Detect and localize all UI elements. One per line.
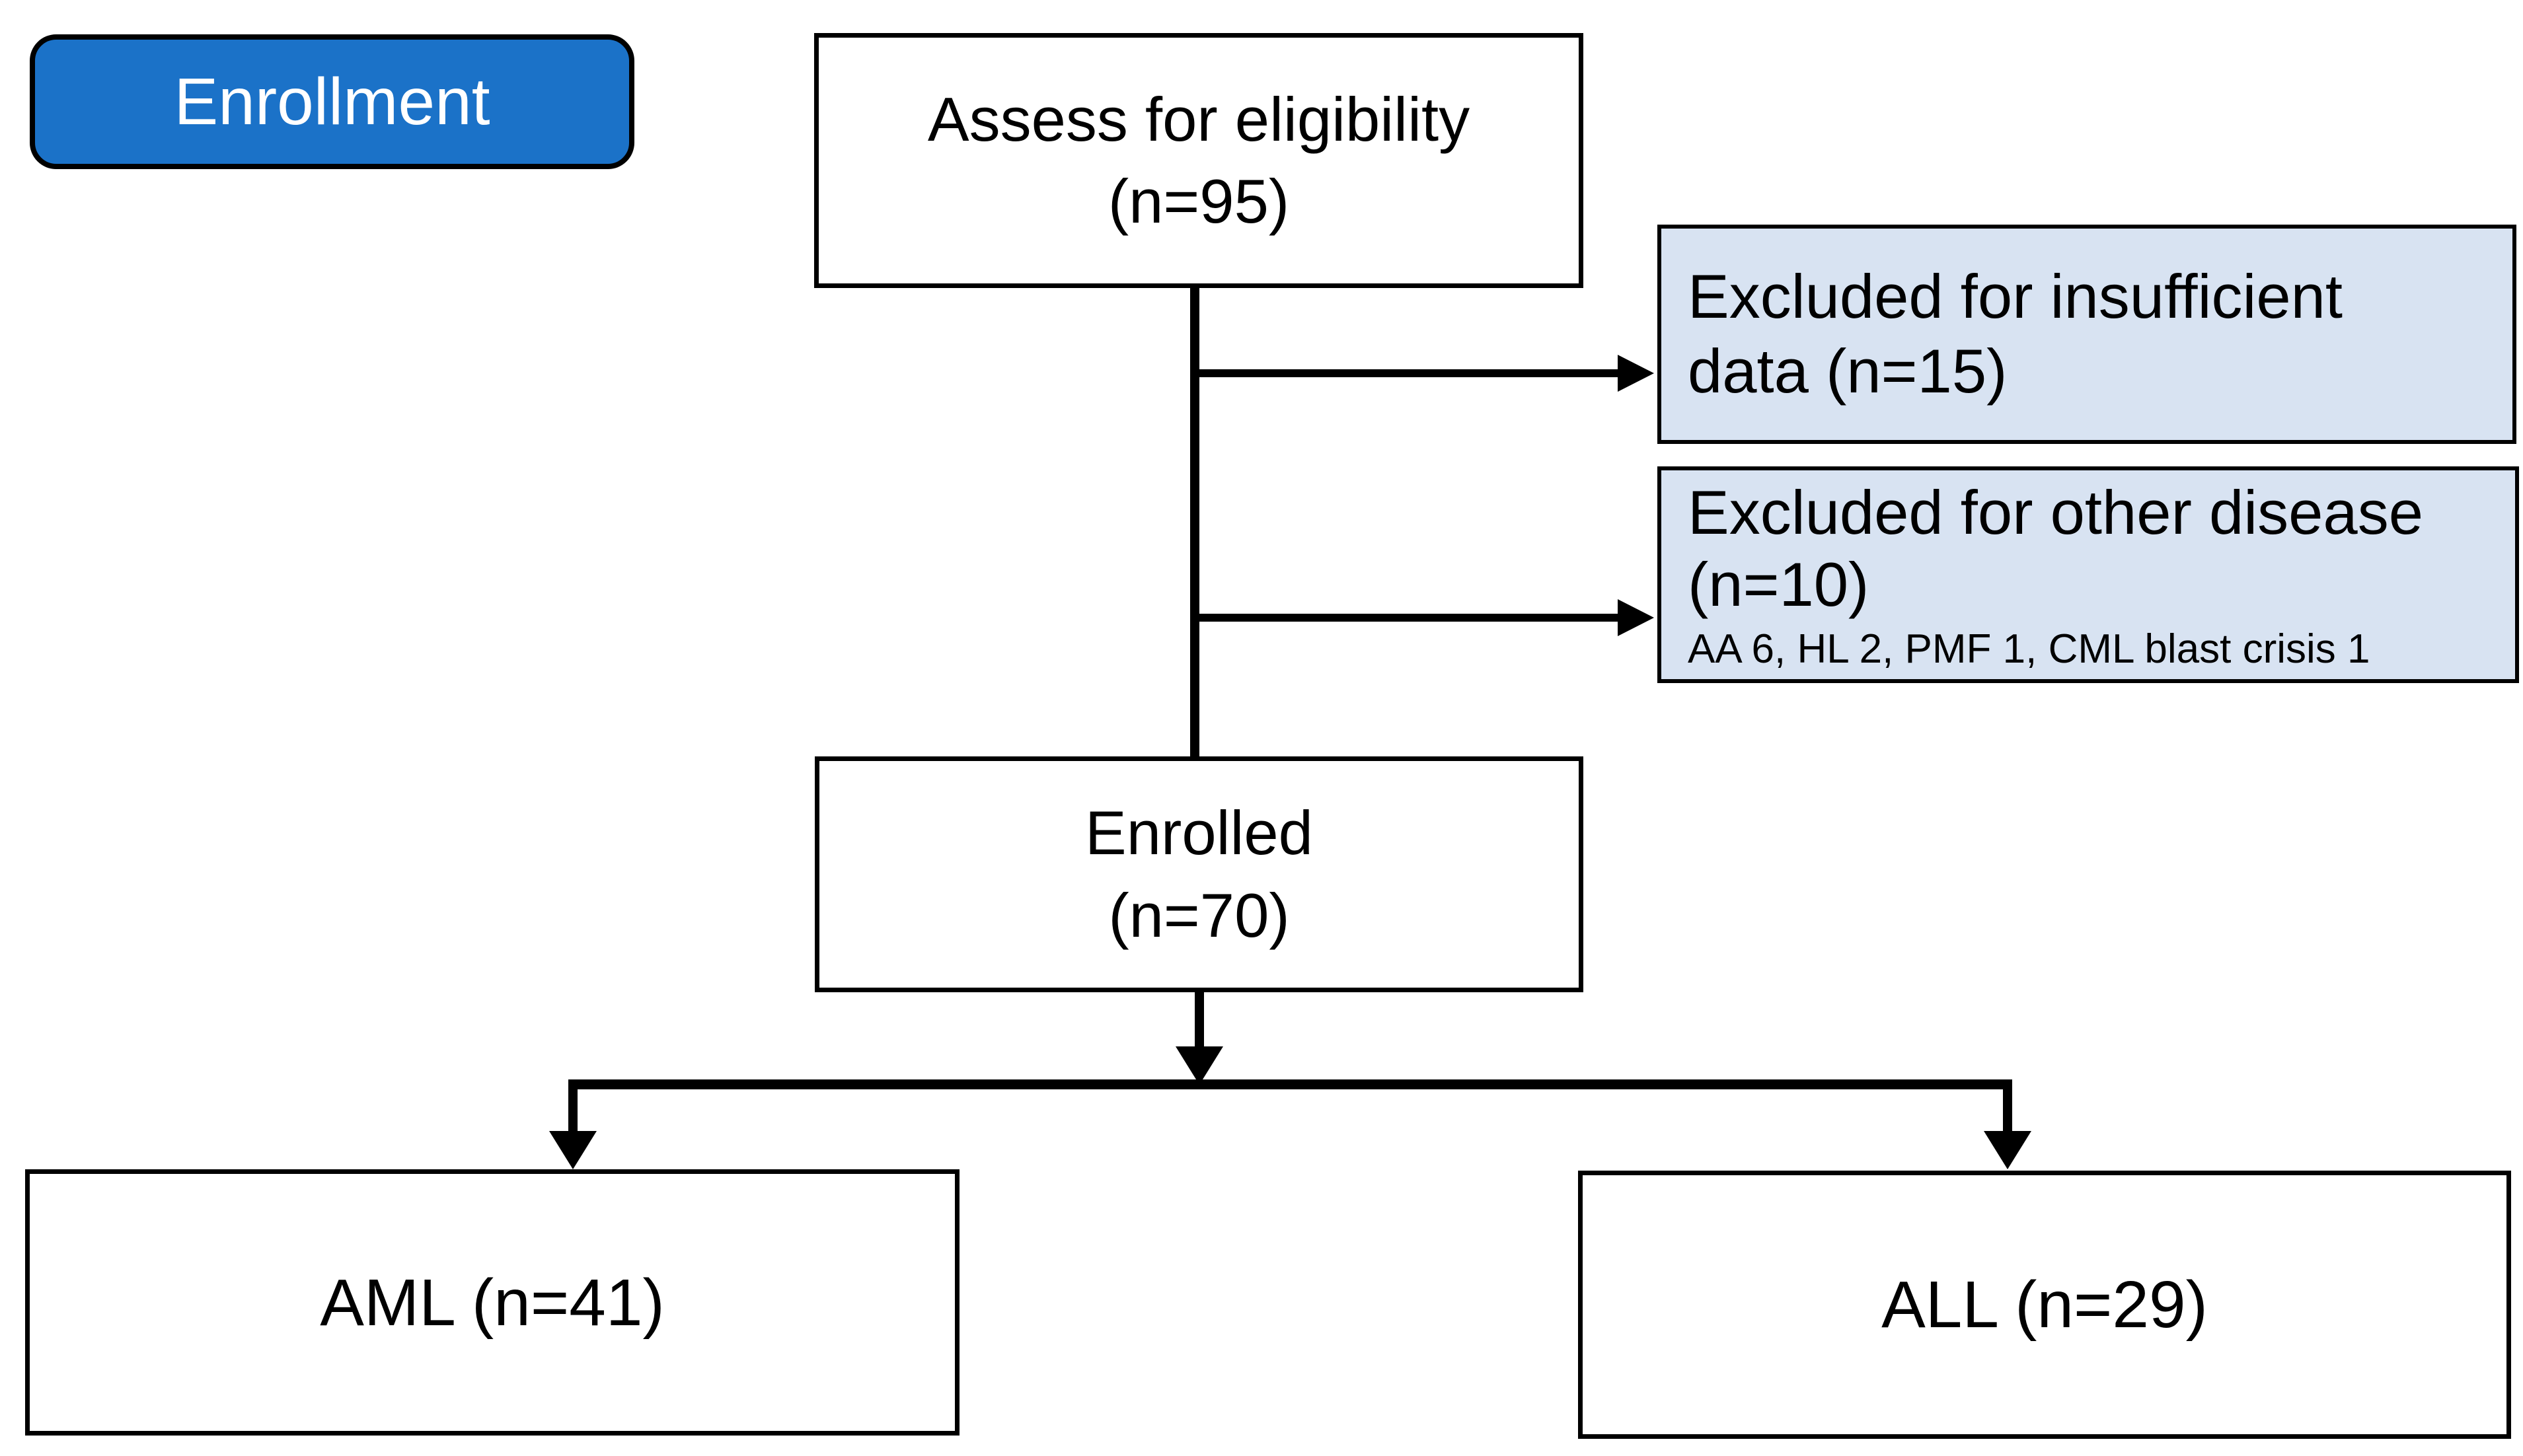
aml-box: AML (n=41) — [25, 1169, 960, 1436]
excluded-insufficient-line2: data (n=15) — [1688, 336, 2008, 406]
connector-split-to-aml — [568, 1087, 578, 1132]
excluded-other-count: (n=10) — [1688, 550, 1869, 620]
assess-eligibility-count: (n=95) — [1108, 166, 1290, 236]
enrollment-stage-label: Enrollment — [174, 64, 490, 139]
connector-trunk-assess-to-enrolled — [1190, 286, 1199, 758]
arrowhead-all-icon — [1984, 1131, 2031, 1169]
all-label: ALL (n=29) — [1881, 1268, 2208, 1342]
arrowhead-excluded-insufficient-icon — [1618, 355, 1654, 392]
excluded-other-disease-box: Excluded for other disease (n=10) AA 6, … — [1657, 466, 2519, 683]
enrolled-count: (n=70) — [1108, 880, 1290, 950]
aml-label: AML (n=41) — [320, 1265, 665, 1340]
connector-split-bar — [568, 1079, 2012, 1089]
enrollment-stage-badge: Enrollment — [30, 34, 634, 169]
connector-split-to-all — [2003, 1087, 2012, 1132]
connector-to-excluded-other — [1195, 614, 1624, 622]
assess-eligibility-box: Assess for eligibility (n=95) — [814, 33, 1583, 288]
excluded-insufficient-data-box: Excluded for insufficient data (n=15) — [1657, 225, 2516, 444]
enrolled-title: Enrolled — [1085, 798, 1313, 868]
all-box: ALL (n=29) — [1578, 1171, 2511, 1439]
enrolled-box: Enrolled (n=70) — [815, 756, 1583, 992]
assess-eligibility-title: Assess for eligibility — [927, 84, 1470, 154]
connector-enrolled-to-split — [1195, 991, 1204, 1050]
arrowhead-split-icon — [1176, 1046, 1223, 1085]
arrowhead-excluded-other-icon — [1618, 599, 1654, 636]
excluded-other-line1: Excluded for other disease — [1688, 478, 2423, 548]
arrowhead-aml-icon — [549, 1131, 597, 1169]
connector-to-excluded-insufficient — [1195, 369, 1624, 377]
excluded-insufficient-line1: Excluded for insufficient — [1688, 262, 2343, 332]
excluded-other-detail: AA 6, HL 2, PMF 1, CML blast crisis 1 — [1688, 626, 2370, 673]
